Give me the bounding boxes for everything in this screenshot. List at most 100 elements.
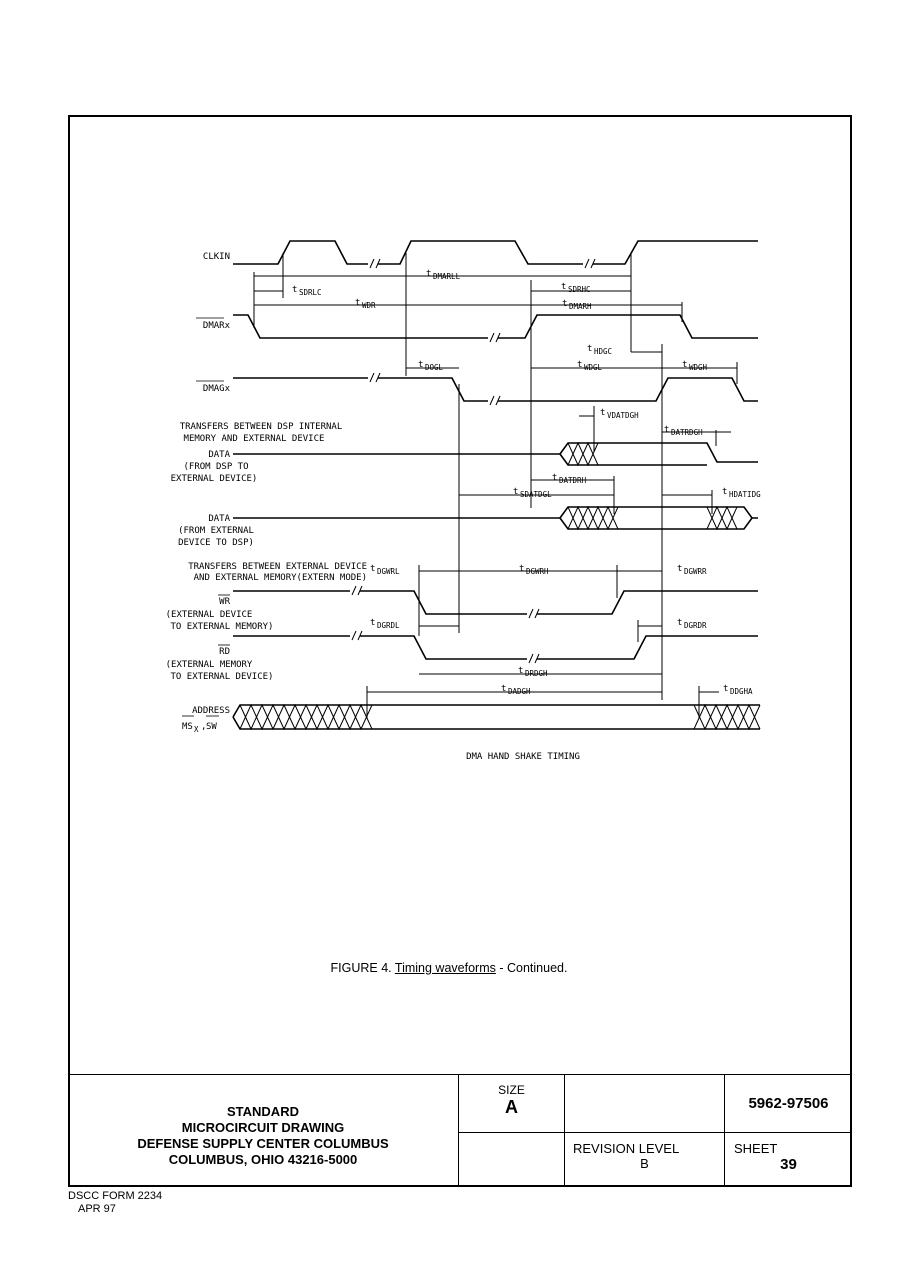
timing-tdgwrl-t: t: [370, 564, 375, 574]
caption-suffix: - Continued.: [499, 961, 568, 975]
timing-tdgha-t: t: [723, 684, 728, 694]
timing-tdgrdr-t: t: [677, 618, 682, 628]
timing-tdgwrl-label: DGWRL: [377, 567, 400, 576]
wr-label: WR: [219, 597, 230, 607]
issuer-line4: COLUMBUS, OHIO 43216-5000: [168, 1151, 358, 1167]
ms-label: MS: [182, 722, 193, 732]
timing-thdatidg-t: t: [722, 487, 727, 497]
timing-tdmarll-t: t: [426, 269, 431, 279]
wr-line2: (EXTERNAL DEVICE: [166, 610, 253, 620]
dmar-label: DMARx: [203, 321, 231, 331]
timing-tsdrhc-label: SDRHC: [568, 285, 591, 294]
timing-tdadgh-label: DADGH: [508, 687, 531, 696]
sw-label: SW: [206, 722, 217, 732]
timing-tsdatdgl-label: SDATDGL: [520, 490, 552, 499]
section2-line1: TRANSFERS BETWEEN EXTERNAL DEVICE: [188, 562, 367, 572]
timing-twdr-label: WDR: [362, 301, 376, 310]
dmar-waveform: [233, 314, 488, 339]
timing-twdgl-label: WDGL: [584, 363, 603, 372]
issuer-block: STANDARD MICROCIRCUIT DRAWING DEFENSE SU…: [68, 1074, 459, 1187]
issuer-line2: MICROCIRCUIT DRAWING: [181, 1119, 345, 1135]
clkin-waveform: [233, 240, 368, 265]
rd-line2: (EXTERNAL MEMORY: [166, 660, 253, 670]
timing-twdgl-t: t: [577, 360, 582, 370]
rd-label: RD: [219, 647, 230, 657]
rd-line3: TO EXTERNAL DEVICE): [171, 672, 274, 682]
timing-tdogl-label: DOGL: [425, 363, 444, 372]
timing-tdgwrh-label: DGWRH: [526, 567, 549, 576]
data1-label: DATA: [208, 450, 230, 460]
timing-tdatrdgh-label: DATRDGH: [671, 428, 703, 437]
data1-line2: (FROM DSP TO: [183, 462, 248, 472]
section1-line1: TRANSFERS BETWEEN DSP INTERNAL: [180, 422, 343, 432]
figure-caption: FIGURE 4. Timing waveforms - Continued.: [0, 961, 898, 975]
issuer-line1: STANDARD: [227, 1103, 299, 1119]
svg-text:,: ,: [201, 722, 206, 732]
revision-value: B: [640, 1156, 649, 1171]
timing-tsdrlc-t: t: [292, 285, 297, 295]
timing-tdmarh-label: DMARH: [569, 302, 592, 311]
form-line1: DSCC FORM 2234: [68, 1190, 163, 1202]
clkin-label: CLKIN: [203, 252, 230, 262]
timing-thdgc-t: t: [587, 344, 592, 354]
dma-handshake-timing-diagram: CLKIN DMARx DMAGx DATA DATA WR RD ADDRES…: [166, 240, 761, 762]
drawing-number: 5962-97506: [725, 1074, 852, 1133]
timing-twdgh-label: WDGH: [689, 363, 708, 372]
timing-tdgwrh-t: t: [519, 564, 524, 574]
blank-cell-2: [459, 1133, 565, 1187]
data2-label: DATA: [208, 514, 230, 524]
timing-tsdatdgl-t: t: [513, 487, 518, 497]
timing-tvdatdgh-t: t: [600, 408, 605, 418]
section2-line2: AND EXTERNAL MEMORY(EXTERN MODE): [194, 573, 367, 583]
revision-cell: REVISION LEVEL B: [565, 1133, 725, 1187]
form-id: DSCC FORM 2234 APR 97: [68, 1190, 162, 1216]
timing-thdatidg-label: HDATIDG: [729, 490, 761, 499]
timing-tvdatdgh-label: VDATDGH: [607, 411, 639, 420]
timing-tdrdgh-t: t: [518, 666, 523, 676]
data1-line3: EXTERNAL DEVICE): [171, 474, 258, 484]
revision-label: REVISION LEVEL: [573, 1141, 680, 1156]
timing-twdr-t: t: [355, 298, 360, 308]
timing-thdgc-label: HDGC: [594, 347, 612, 356]
address-label: ADDRESS: [192, 706, 230, 716]
timing-tsdrhc-t: t: [561, 282, 566, 292]
caption-link: Timing waveforms: [394, 961, 496, 975]
wr-line3: TO EXTERNAL MEMORY): [171, 622, 274, 632]
blank-cell: [565, 1074, 725, 1133]
timing-twdgh-t: t: [682, 360, 687, 370]
caption-prefix: FIGURE 4.: [330, 961, 392, 975]
timing-tdmarll-label: DMARLL: [433, 272, 461, 281]
timing-tdgwrr-t: t: [677, 564, 682, 574]
size-cell: SIZE A: [459, 1074, 565, 1133]
sheet-label: SHEET: [734, 1141, 778, 1156]
page-border: [68, 115, 852, 1187]
timing-tdgwrr-label: DGWRR: [684, 567, 707, 576]
size-value: A: [505, 1097, 518, 1117]
data2-waveform: [559, 506, 758, 519]
data2-line3: DEVICE TO DSP): [178, 538, 254, 548]
timing-tdrdgh-label: DRDGH: [525, 669, 548, 678]
timing-tdgha-label: DDGHA: [730, 687, 753, 696]
timing-tsdrlc-label: SDRLC: [299, 288, 322, 297]
diagram-subtitle: DMA HAND SHAKE TIMING: [466, 752, 580, 762]
data2-line2: (FROM EXTERNAL: [178, 526, 254, 536]
sheet-value: 39: [780, 1156, 797, 1173]
timing-tdatrdgh-t: t: [664, 425, 669, 435]
timing-tdgrdr-label: DGRDR: [684, 621, 707, 630]
timing-tdgrdl-t: t: [370, 618, 375, 628]
ms-subscript: X: [194, 725, 199, 734]
section1-line2: MEMORY AND EXTERNAL DEVICE: [184, 434, 325, 444]
size-label: SIZE: [498, 1083, 525, 1097]
title-block: STANDARD MICROCIRCUIT DRAWING DEFENSE SU…: [68, 1074, 852, 1187]
issuer-line3: DEFENSE SUPPLY CENTER COLUMBUS: [137, 1135, 389, 1151]
data1-waveform: [559, 442, 758, 463]
dmag-label: DMAGx: [203, 384, 231, 394]
timing-tdatdrh-t: t: [552, 473, 557, 483]
timing-tdgrdl-label: DGRDL: [377, 621, 400, 630]
timing-tdmarh-t: t: [562, 299, 567, 309]
timing-tdatdrh-label: DATDRH: [559, 476, 587, 485]
timing-tdogl-t: t: [418, 360, 423, 370]
timing-tdadgh-t: t: [501, 684, 506, 694]
sheet-cell: SHEET 39: [725, 1133, 852, 1187]
form-line2: APR 97: [78, 1203, 116, 1215]
